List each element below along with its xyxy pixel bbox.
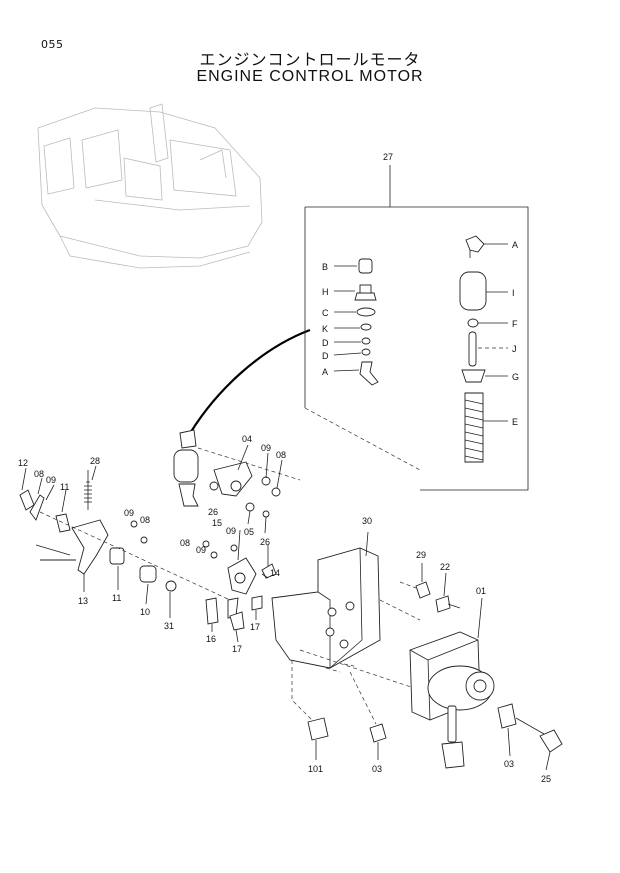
callout-29: 29 [416,550,426,560]
bolts-29-22 [399,563,461,613]
detail-label-d2: D [322,351,329,361]
left-lever-assembly [19,465,231,618]
detail-label-g: G [512,372,519,382]
callout-08-a: 08 [34,469,44,479]
motor-01 [409,597,563,769]
lever-assembly [209,444,283,534]
callout-16: 16 [206,634,216,644]
detail-label-i: I [512,288,515,298]
callout-28: 28 [90,456,100,466]
callout-17-b: 17 [250,622,260,632]
callout-22: 22 [440,562,450,572]
page-number: 055 [41,38,64,51]
callout-04: 04 [242,434,252,444]
callout-26-b: 26 [260,537,270,547]
callout-08-b: 08 [276,450,286,460]
callout-26-a: 26 [208,507,218,517]
detail-left-parts [354,258,379,386]
detail-label-e: E [512,417,518,427]
detail-right-parts [459,235,487,463]
detail-label-a-left: A [322,367,328,377]
detail-box [304,165,529,491]
detail-label-a-right: A [512,240,518,250]
callout-08-c: 08 [140,515,150,525]
callout-27: 27 [383,152,393,162]
bracket-plate-30 [271,531,421,691]
detail-label-d1: D [322,338,329,348]
callout-09-e: 09 [196,545,206,555]
callout-13: 13 [78,596,88,606]
excavator-outline [37,103,263,269]
detail-label-f: F [512,319,518,329]
detail-label-j: J [512,344,517,354]
title-english: ENGINE CONTROL MOTOR [196,68,424,85]
callout-03-b: 03 [504,759,514,769]
detail-leader-curve [185,328,311,441]
detail-label-k: K [322,324,328,334]
callout-09-c: 09 [124,508,134,518]
callout-09-d: 09 [226,526,236,536]
callout-10: 10 [140,607,150,617]
detail-right-leaders [478,243,508,422]
callout-101: 101 [308,764,323,774]
callout-14: 14 [270,568,280,578]
callout-03-a: 03 [372,764,382,774]
callout-09-a: 09 [46,475,56,485]
callout-09-b: 09 [261,443,271,453]
callout-12: 12 [18,458,28,468]
title-japanese: エンジンコントロールモータ [199,50,421,69]
stopper-bracket-cluster [202,529,277,643]
detail-label-b: B [322,262,328,272]
callout-31: 31 [164,621,174,631]
callout-01: 01 [476,586,486,596]
callout-25: 25 [541,774,551,784]
callout-05: 05 [244,527,254,537]
lower-bolts [291,660,551,771]
callout-11-b: 11 [112,593,121,603]
detail-label-h: H [322,287,329,297]
callout-30: 30 [362,516,372,526]
callout-11-a: 11 [60,482,69,492]
callout-15: 15 [212,518,222,528]
callout-17-a: 17 [232,644,242,654]
detail-label-c: C [322,308,329,318]
rod-assembly-27 [173,429,301,507]
callout-08-d: 08 [180,538,190,548]
detail-left-leaders [333,265,362,372]
